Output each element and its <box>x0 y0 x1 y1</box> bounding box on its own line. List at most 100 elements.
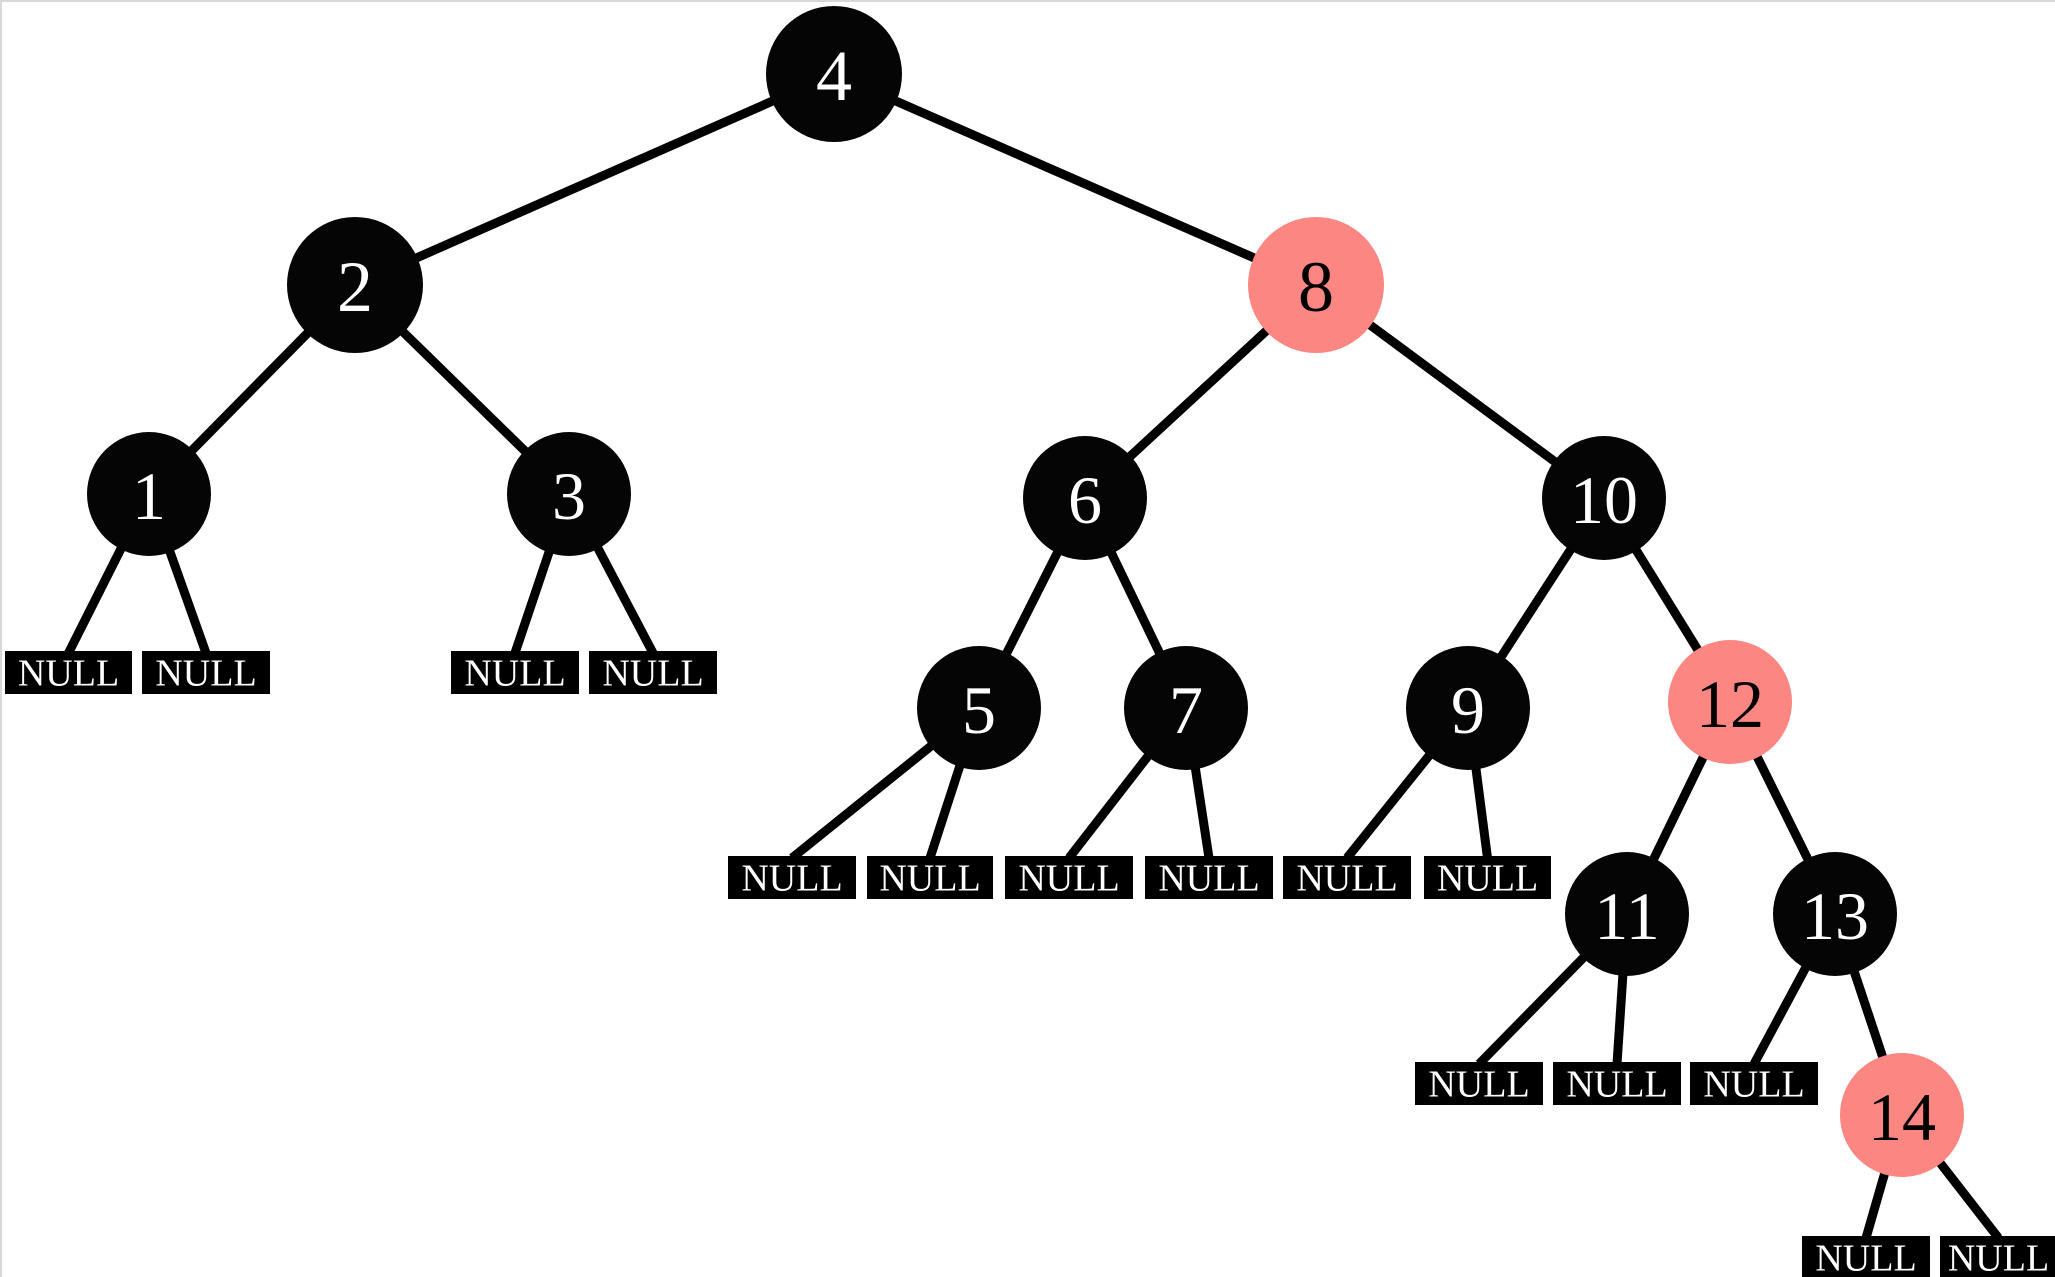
null-leaf-box: NULL <box>728 856 856 900</box>
tree-node-13[interactable]: 13 <box>1773 852 1897 976</box>
node-value-label: 14 <box>1868 1079 1936 1155</box>
null-box-background <box>1690 1062 1818 1105</box>
tree-node-7[interactable]: 7 <box>1124 646 1248 770</box>
tree-edge <box>397 326 531 457</box>
tree-node-6[interactable]: 6 <box>1023 436 1147 560</box>
null-box-background <box>1553 1062 1681 1105</box>
null-leaf-box: NULL <box>5 651 132 695</box>
node-value-label: 5 <box>962 672 996 748</box>
node-circle-black[interactable] <box>1565 852 1689 976</box>
null-edge <box>1475 950 1591 1068</box>
tree-node-14[interactable]: 14 <box>1840 1053 1964 1177</box>
null-leaf-box: NULL <box>1940 1236 2055 1277</box>
node-circle-black[interactable] <box>287 217 423 353</box>
null-leaf-box: NULL <box>1415 1062 1543 1106</box>
null-box-label: NULL <box>1948 1238 2049 1277</box>
node-circle-red[interactable] <box>1668 640 1792 764</box>
null-box-label: NULL <box>1296 858 1397 900</box>
null-box-background <box>867 856 993 899</box>
tree-node-11[interactable]: 11 <box>1565 852 1689 976</box>
null-edge <box>1750 960 1813 1067</box>
null-leaf-box: NULL <box>1005 856 1133 900</box>
node-circle-red[interactable] <box>1840 1053 1964 1177</box>
node-circle-red[interactable] <box>1248 217 1384 353</box>
node-circle-black[interactable] <box>87 432 211 556</box>
tree-node-9[interactable]: 9 <box>1406 646 1530 770</box>
tree-edge <box>1124 325 1272 462</box>
null-edge <box>1343 748 1437 861</box>
node-value-label: 7 <box>1169 672 1203 748</box>
null-box-label: NULL <box>1018 858 1119 900</box>
null-box-background <box>451 651 579 694</box>
null-box-background <box>1145 856 1273 899</box>
null-box-background <box>1005 856 1133 899</box>
tree-node-10[interactable]: 10 <box>1542 436 1666 560</box>
node-value-label: 8 <box>1298 247 1334 327</box>
tree-node-12[interactable]: 12 <box>1668 640 1792 764</box>
tree-node-4[interactable]: 4 <box>766 6 902 142</box>
null-leaf-box: NULL <box>1553 1062 1681 1106</box>
tree-edge <box>411 95 778 264</box>
null-box-label: NULL <box>1566 1064 1667 1106</box>
node-circle-black[interactable] <box>1406 646 1530 770</box>
null-leaf-box: NULL <box>867 856 993 900</box>
null-edge <box>1065 749 1155 861</box>
null-edge <box>64 541 128 656</box>
node-value-label: 4 <box>816 36 852 116</box>
null-edge <box>591 541 657 656</box>
null-edge <box>163 545 211 655</box>
tree-edge <box>186 327 314 456</box>
node-value-label: 10 <box>1570 462 1638 538</box>
null-box-background <box>1283 856 1411 899</box>
null-edge <box>510 545 556 655</box>
null-box-label: NULL <box>1703 1064 1804 1106</box>
null-box-label: NULL <box>1815 1238 1916 1277</box>
null-box-background <box>589 651 717 694</box>
null-edge <box>1470 762 1492 859</box>
null-box-label: NULL <box>155 653 256 695</box>
node-circle-black[interactable] <box>507 432 631 556</box>
node-value-label: 2 <box>337 247 373 327</box>
null-leaf-box: NULL <box>1424 856 1551 900</box>
null-leaf-box: NULL <box>1283 856 1411 900</box>
null-box-background <box>5 651 132 694</box>
null-box-label: NULL <box>741 858 842 900</box>
tree-node-2[interactable]: 2 <box>287 217 423 353</box>
tree-edge <box>1648 752 1709 864</box>
tree-edge <box>1751 751 1814 865</box>
node-circle-black[interactable] <box>1023 436 1147 560</box>
null-box-background <box>142 651 270 694</box>
null-leaf-box: NULL <box>142 651 270 695</box>
null-edge <box>1933 1156 2003 1241</box>
node-value-label: 13 <box>1801 878 1869 954</box>
node-circle-black[interactable] <box>1124 646 1248 770</box>
null-box-background <box>1940 1236 2055 1277</box>
node-circle-black[interactable] <box>766 6 902 142</box>
null-leaf-box: NULL <box>451 651 579 695</box>
null-box-label: NULL <box>464 653 565 695</box>
tree-node-8[interactable]: 8 <box>1248 217 1384 353</box>
tree-edge <box>1106 548 1165 658</box>
tree-edge <box>1364 319 1561 468</box>
null-box-background <box>1415 1062 1543 1105</box>
null-edge <box>1861 1167 1891 1240</box>
node-value-label: 9 <box>1451 672 1485 748</box>
tree-node-3[interactable]: 3 <box>507 432 631 556</box>
tree-node-1[interactable]: 1 <box>87 432 211 556</box>
null-box-label: NULL <box>879 858 980 900</box>
null-leaf-box: NULL <box>1145 856 1273 900</box>
null-edge <box>1612 969 1628 1065</box>
null-box-label: NULL <box>18 653 119 695</box>
node-circle-black[interactable] <box>1773 852 1897 976</box>
tree-node-5[interactable]: 5 <box>917 646 1041 770</box>
node-circle-black[interactable] <box>917 646 1041 770</box>
null-edge <box>925 759 966 860</box>
node-value-label: 6 <box>1068 462 1102 538</box>
node-circle-black[interactable] <box>1542 436 1666 560</box>
null-leaf-box: NULL <box>589 651 717 695</box>
null-box-label: NULL <box>1158 858 1259 900</box>
null-leaf-box: NULL <box>1802 1236 1930 1277</box>
